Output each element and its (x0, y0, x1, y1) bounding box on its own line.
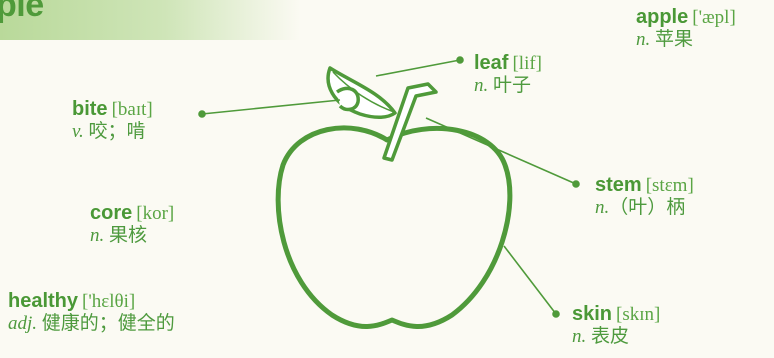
leader-skin-dot (553, 311, 559, 317)
label-core: core [kor] n. 果核 (90, 202, 174, 247)
ipa-healthy: ['hɛlθi] (82, 291, 135, 312)
leader-leaf (376, 60, 460, 76)
meaning-stem: （叶）柄 (609, 197, 685, 218)
meaning-healthy: 健康的；健全的 (42, 313, 175, 334)
ipa-bite: [baɪt] (112, 99, 153, 120)
word-skin: skin (572, 303, 612, 325)
word-core: core (90, 202, 132, 224)
ipa-skin: [skɪn] (616, 304, 660, 325)
leader-bite-dot (199, 111, 205, 117)
meaning-leaf: 叶子 (493, 75, 531, 96)
pos-healthy: adj. (8, 313, 37, 334)
pos-stem: n. (595, 197, 609, 218)
meaning-apple: 苹果 (655, 29, 693, 50)
ipa-apple: ['æpl] (692, 7, 736, 28)
word-leaf: leaf (474, 52, 508, 74)
ipa-stem: [stɛm] (646, 175, 694, 196)
word-stem: stem (595, 174, 642, 196)
pos-core: n. (90, 225, 104, 246)
label-leaf: leaf [lif] n. 叶子 (474, 52, 542, 97)
meaning-skin: 表皮 (591, 326, 629, 347)
leader-stem (426, 118, 576, 184)
pos-bite: v. (72, 121, 84, 142)
pos-skin: n. (572, 326, 586, 347)
label-skin: skin [skɪn] n. 表皮 (572, 303, 660, 348)
label-stem: stem [stɛm] n.（叶）柄 (595, 174, 694, 219)
word-bite: bite (72, 98, 108, 120)
pos-apple: n. (636, 29, 650, 50)
bite-mark (337, 88, 358, 109)
ipa-core: [kor] (136, 203, 174, 224)
ipa-leaf: [lif] (512, 53, 542, 74)
leader-stem-dot (573, 181, 579, 187)
stem-shape (384, 84, 436, 160)
meaning-bite: 咬；啃 (89, 121, 146, 142)
meaning-core: 果核 (109, 225, 147, 246)
label-apple: apple ['æpl] n. 苹果 (636, 6, 736, 51)
label-bite: bite [baɪt] v. 咬；啃 (72, 98, 153, 143)
word-healthy: healthy (8, 290, 78, 312)
leader-bite (202, 100, 340, 114)
leader-leaf-dot (457, 57, 463, 63)
leader-skin (504, 246, 556, 314)
label-healthy: healthy ['hɛlθi] adj. 健康的；健全的 (8, 290, 175, 335)
word-apple: apple (636, 6, 688, 28)
pos-leaf: n. (474, 75, 488, 96)
